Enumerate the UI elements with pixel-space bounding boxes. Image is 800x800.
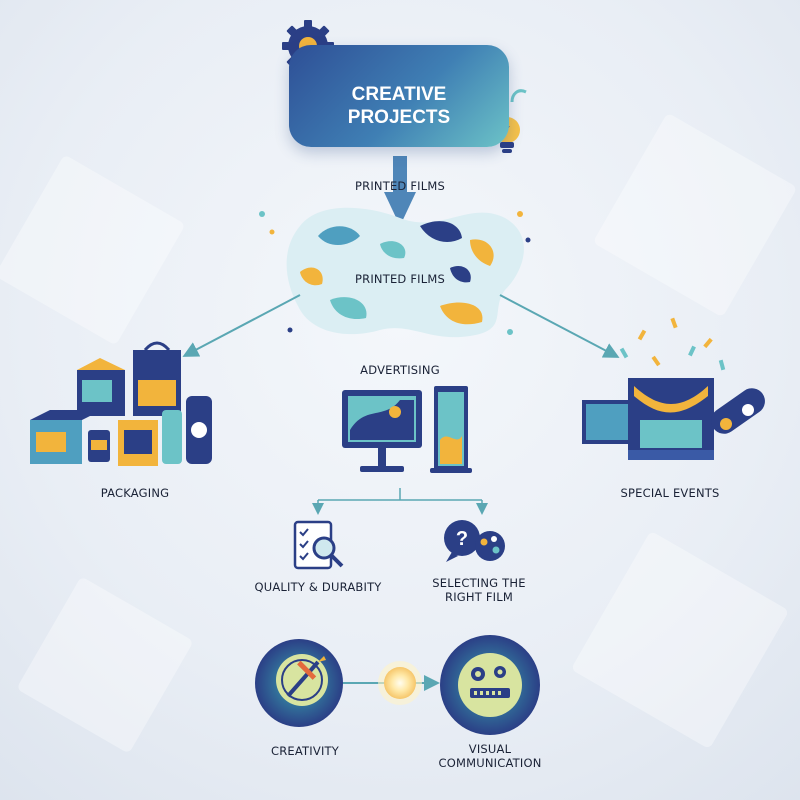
checklist-magnifier-icon	[293, 520, 344, 570]
page-title: CREATIVE PROJECTS	[347, 84, 451, 128]
stage-icon	[582, 317, 765, 460]
label-printed-films-top: PRINTED FILMS	[355, 179, 445, 193]
paint-splash-icon	[259, 207, 531, 338]
down-arrow-icon	[384, 156, 416, 226]
packaging-icon	[30, 341, 212, 466]
label-special-events: SPECIAL EVENTS	[620, 486, 720, 500]
label-selecting-line1: SELECTING THE	[432, 576, 526, 590]
palette-brush-icon	[255, 639, 343, 727]
arrow-to-special-events	[499, 294, 620, 358]
label-visual-line1: VISUAL	[468, 742, 512, 756]
label-selecting-line2: RIGHT FILM	[445, 590, 513, 604]
label-creativity: CREATIVITY	[271, 744, 339, 758]
glowing-orb-icon	[378, 661, 422, 705]
label-visual-line2: COMMUNICATION	[438, 756, 542, 770]
split-connector	[312, 488, 488, 515]
label-packaging: PACKAGING	[100, 486, 170, 500]
label-advertising: ADVERTISING	[360, 363, 440, 377]
label-printed-films-center: PRINTED FILMS	[355, 272, 445, 286]
label-quality: QUALITY & DURABITY	[254, 580, 382, 594]
arrow-to-packaging	[182, 294, 301, 357]
svg-text:?: ?	[456, 528, 468, 550]
billboard-icon	[342, 390, 422, 472]
gears-dashboard-icon	[440, 635, 540, 735]
question-bubble-icon: ?	[444, 520, 505, 562]
title-box: CREATIVE PROJECTS	[289, 45, 509, 147]
banner-icon	[430, 386, 472, 473]
